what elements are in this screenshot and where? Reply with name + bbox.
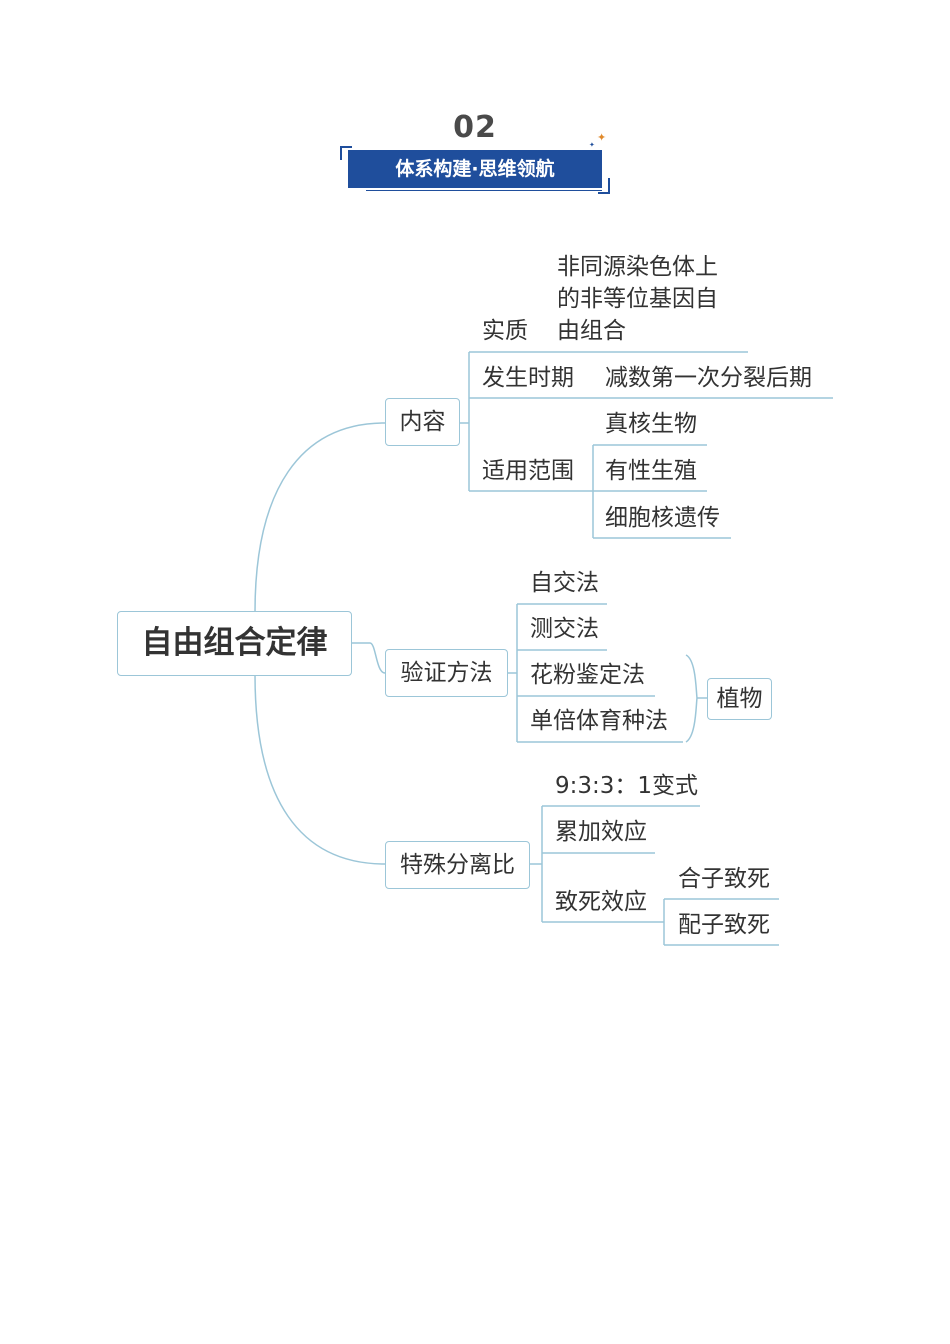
brace-plants [685, 654, 698, 743]
link-scope-items [590, 445, 594, 538]
verify-item-self-cross: 自交法 [530, 570, 599, 596]
scope-label: 适用范围 [482, 458, 574, 484]
sparkle-icon: ✦ [597, 131, 607, 144]
plants-note-label: 植物 [716, 685, 763, 712]
essence-detail-line-2: 的非等位基因自 [557, 286, 718, 312]
branch-special-label: 特殊分离比 [400, 851, 515, 878]
essence-detail-line-3: 由组合 [557, 318, 626, 344]
section-number: 02 [453, 110, 497, 145]
lethal-item-gamete: 配子致死 [678, 912, 770, 938]
link-special-children [530, 806, 543, 922]
branch-content-label: 内容 [399, 408, 446, 435]
period-label: 发生时期 [482, 365, 574, 391]
period-detail: 减数第一次分裂后期 [605, 365, 812, 391]
branch-verify: 验证方法 [385, 649, 508, 697]
link-root-verify [352, 642, 386, 674]
link-verify-items [508, 604, 518, 742]
special-additive: 累加效应 [555, 819, 647, 845]
special-lethal: 致死效应 [555, 889, 647, 915]
link-content-children [460, 352, 470, 491]
root-label: 自由组合定律 [141, 625, 328, 661]
link-root-special [254, 674, 386, 865]
scope-item-eukaryote: 真核生物 [605, 411, 697, 437]
sparkle-small-icon: ✦ [589, 141, 595, 149]
lethal-item-zygote: 合子致死 [678, 866, 770, 892]
branch-verify-label: 验证方法 [400, 659, 493, 686]
bracket-right-decoration [598, 178, 610, 194]
essence-label: 实质 [482, 318, 528, 344]
section-title-banner: 体系构建·思维领航 [348, 150, 602, 188]
branch-special: 特殊分离比 [385, 841, 530, 889]
essence-detail-line-1: 非同源染色体上 [557, 254, 718, 280]
link-root-content [254, 422, 386, 613]
verify-item-pollen: 花粉鉴定法 [530, 662, 645, 688]
special-variant: 9:3:3：1变式 [555, 773, 699, 799]
root-node: 自由组合定律 [117, 611, 352, 676]
plants-note: 植物 [707, 678, 772, 720]
verify-item-haploid: 单倍体育种法 [530, 708, 668, 734]
verify-item-test-cross: 测交法 [530, 616, 599, 642]
scope-item-sexual: 有性生殖 [605, 458, 697, 484]
banner-underline [366, 190, 602, 191]
scope-item-nuclear: 细胞核遗传 [605, 505, 720, 531]
branch-content: 内容 [385, 398, 460, 446]
bracket-left-decoration [340, 146, 352, 160]
